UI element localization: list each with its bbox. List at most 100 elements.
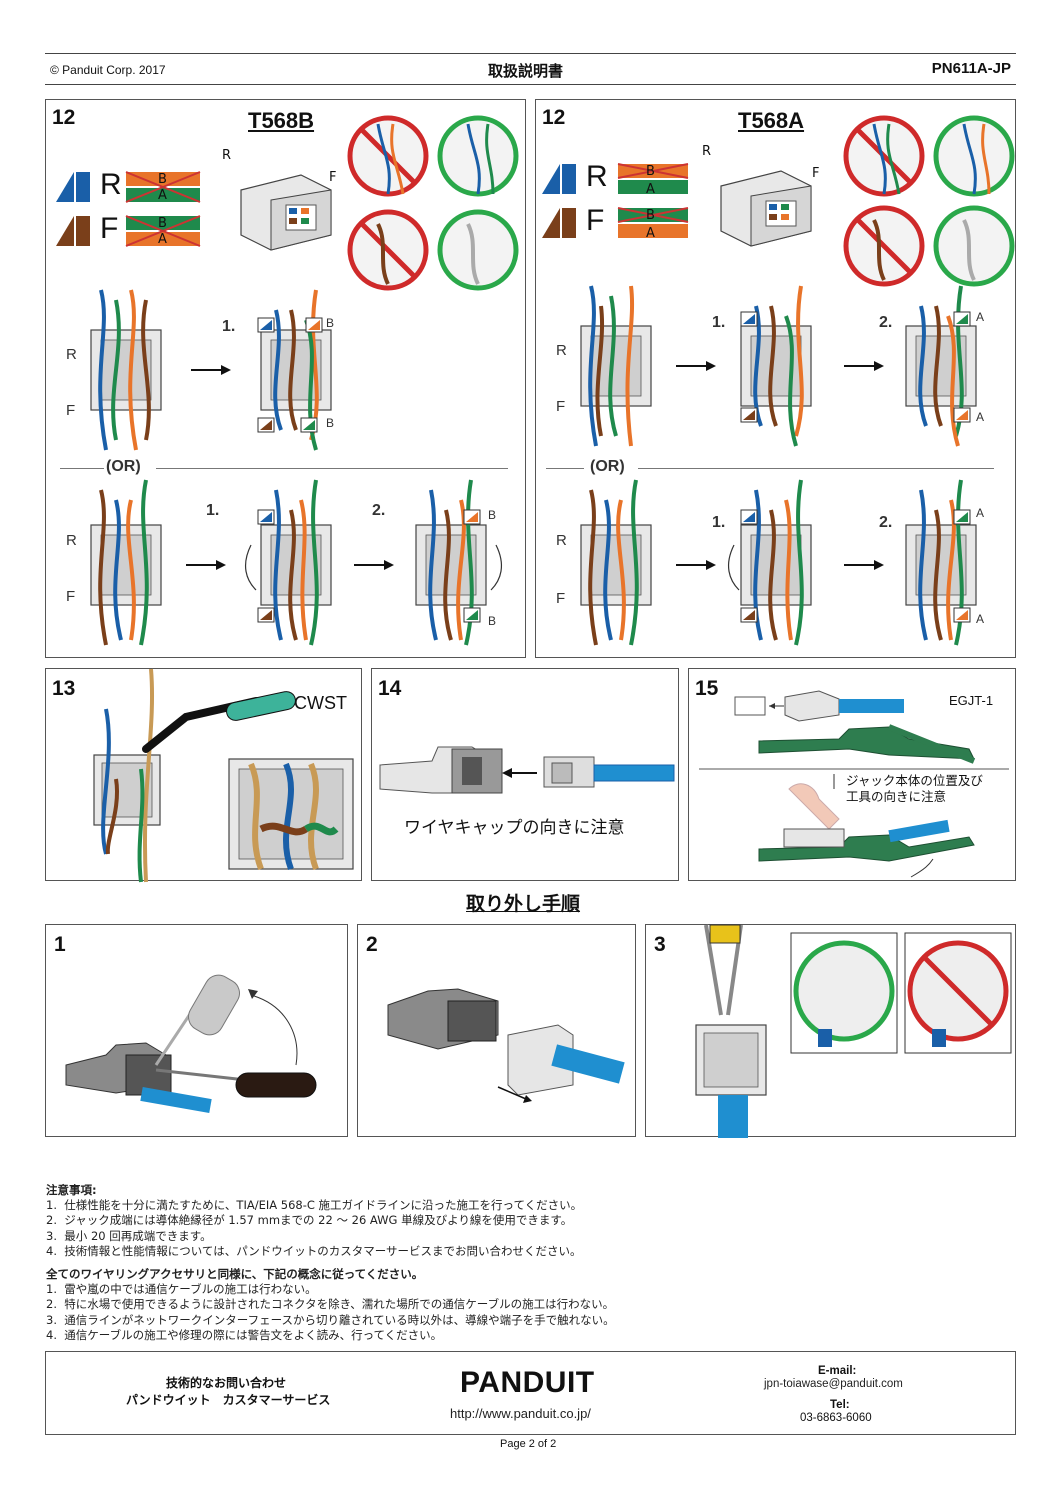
wire-cap-illustration: [372, 669, 680, 882]
step12-t568b-panel: 12 T568B R F B A B A R F: [45, 99, 526, 658]
jack-separation-illustration: [358, 925, 637, 1138]
copyright: © Panduit Corp. 2017: [50, 63, 166, 77]
notes-heading-1: 注意事項:: [46, 1183, 615, 1198]
row2-b-top: B: [488, 508, 496, 522]
removal-title: 取り外し手順: [466, 889, 580, 916]
step12-t568a-panel: 12 T568A R F B A B A R F: [535, 99, 1016, 658]
document-title: 取扱説明書: [488, 60, 563, 81]
row1-b-top: B: [326, 316, 334, 330]
jack-f-label: F: [329, 170, 336, 185]
or-label: (OR): [106, 458, 141, 476]
notes-item: 4. 通信ケーブルの施工や修理の際には警告文をよく読み、行ってください。: [46, 1328, 615, 1343]
legend-pair-a-f: A: [646, 226, 655, 241]
notes-item: 3. 最小 20 回再成端できます。: [46, 1229, 615, 1244]
legend-pair-a-f: A: [158, 232, 167, 247]
pair-legend: [56, 170, 206, 260]
removal-step3-panel: 3: [645, 924, 1016, 1137]
notes-item: 1. 雷や嵐の中では通信ケーブルの施工は行わない。: [46, 1282, 615, 1297]
row2-a-bottom: A: [976, 612, 984, 626]
or-divider-left: [60, 468, 104, 469]
standard-label: T568B: [248, 108, 314, 134]
jack-f-label: F: [812, 166, 819, 181]
notes-section: 注意事項: 1. 仕様性能を十分に満たすために、TIA/EIA 568-C 施工…: [46, 1183, 615, 1343]
tool-caption-line1: ジャック本体の位置及び: [846, 773, 983, 789]
email-label: E-mail:: [818, 1365, 856, 1377]
row2-a-top: A: [976, 506, 984, 520]
header-bottom-rule: [45, 84, 1016, 85]
step-number: 12: [542, 106, 565, 130]
or-divider-right: [156, 468, 508, 469]
cutter-illustration: [46, 669, 363, 882]
row2-step2: 2.: [879, 514, 892, 532]
legend-pair-b: B: [158, 172, 167, 187]
row1-step1: 1.: [712, 314, 725, 332]
legend-f: F: [586, 204, 604, 238]
tool-caption-line2: 工具の向きに注意: [846, 789, 946, 805]
jack-iso-icon: [711, 156, 821, 246]
notes-item: 3. 通信ラインがネットワークインターフェースから切り離されている時以外は、導線…: [46, 1313, 615, 1328]
notes-item: 2. ジャック成端には導体絶縁径が 1.57 mmまでの 22 〜 26 AWG…: [46, 1213, 615, 1228]
screwdriver-removal-illustration: [46, 925, 349, 1138]
legend-pair-b-f: B: [646, 208, 655, 223]
row1-a-bottom: A: [976, 410, 984, 424]
step-number: 12: [52, 106, 75, 130]
row2-f-label: F: [66, 588, 75, 605]
jack-r-label: R: [222, 148, 231, 163]
row1-f-label: F: [556, 398, 565, 415]
row2-r-label: R: [556, 532, 567, 549]
removal-step2-panel: 2: [357, 924, 636, 1137]
row2-f-label: F: [556, 590, 565, 607]
support-line2: パンドウイット カスタマーサービス: [126, 1391, 330, 1408]
part-number: PN611A-JP: [932, 60, 1011, 77]
header-top-rule: [45, 53, 1016, 54]
row2-step1: 1.: [206, 502, 219, 520]
email-link[interactable]: jpn-toiawase@panduit.com: [764, 1378, 903, 1390]
or-divider-right: [638, 468, 994, 469]
standard-label: T568A: [738, 108, 804, 134]
legend-pair-b-f: B: [158, 216, 167, 231]
panduit-logo: PANDUIT: [460, 1366, 595, 1400]
or-label: (OR): [590, 458, 625, 476]
tel-number: 03-6863-6060: [800, 1412, 872, 1424]
step15-panel: 15 EGJT-1 ジャック本体の位置及び 工具の向きに注意: [688, 668, 1016, 881]
jack-iso-icon: [231, 160, 341, 250]
legend-r: R: [586, 160, 608, 194]
row1-f-label: F: [66, 402, 75, 419]
removal-step1-panel: 1: [45, 924, 348, 1137]
legend-r: R: [100, 168, 122, 202]
jack-r-label: R: [702, 144, 711, 159]
row1-r-label: R: [556, 342, 567, 359]
step14-panel: 14 ワイヤキャップの向きに注意: [371, 668, 679, 881]
row1-a-top: A: [976, 310, 984, 324]
or-divider-left: [546, 468, 584, 469]
t568a-row1-diagram: [576, 286, 1006, 446]
website-link[interactable]: http://www.panduit.co.jp/: [450, 1406, 591, 1421]
notes-heading-2: 全てのワイヤリングアクセサリと同様に、下記の概念に従ってください。: [46, 1267, 615, 1282]
page-number: Page 2 of 2: [500, 1438, 556, 1450]
t568a-row2-diagram: [576, 480, 1006, 650]
row2-b-bottom: B: [488, 614, 496, 628]
notes-item: 2. 特に水場で使用できるように設計されたコネクタを除き、濡れた場所での通信ケー…: [46, 1297, 615, 1312]
t568b-row2-diagram: [86, 480, 516, 650]
row2-step2: 2.: [372, 502, 385, 520]
row1-step1: 1.: [222, 318, 235, 336]
do-dont-circles: [844, 114, 1016, 292]
pair-legend: [542, 162, 692, 252]
support-line1: 技術的なお問い合わせ: [166, 1374, 286, 1391]
row2-r-label: R: [66, 532, 77, 549]
pliers-removal-illustration: [646, 925, 1017, 1138]
step13-panel: 13 CWST: [45, 668, 362, 881]
notes-item: 4. 技術情報と性能情報については、パンドウイットのカスタマーサービスまでお問い…: [46, 1244, 615, 1259]
row2-step1: 1.: [712, 514, 725, 532]
legend-pair-b: B: [646, 164, 655, 179]
footer-contact-box: 技術的なお問い合わせ パンドウイット カスタマーサービス PANDUIT htt…: [45, 1351, 1016, 1435]
tel-label: Tel:: [830, 1399, 850, 1411]
legend-f: F: [100, 212, 118, 246]
legend-pair-a: A: [158, 188, 167, 203]
t568b-row1-diagram: [86, 290, 516, 450]
row1-step2: 2.: [879, 314, 892, 332]
notes-item: 1. 仕様性能を十分に満たすために、TIA/EIA 568-C 施工ガイドライン…: [46, 1198, 615, 1213]
wire-cap-caption: ワイヤキャップの向きに注意: [404, 813, 625, 838]
row1-b-bottom: B: [326, 416, 334, 430]
do-dont-circles: [348, 114, 520, 292]
